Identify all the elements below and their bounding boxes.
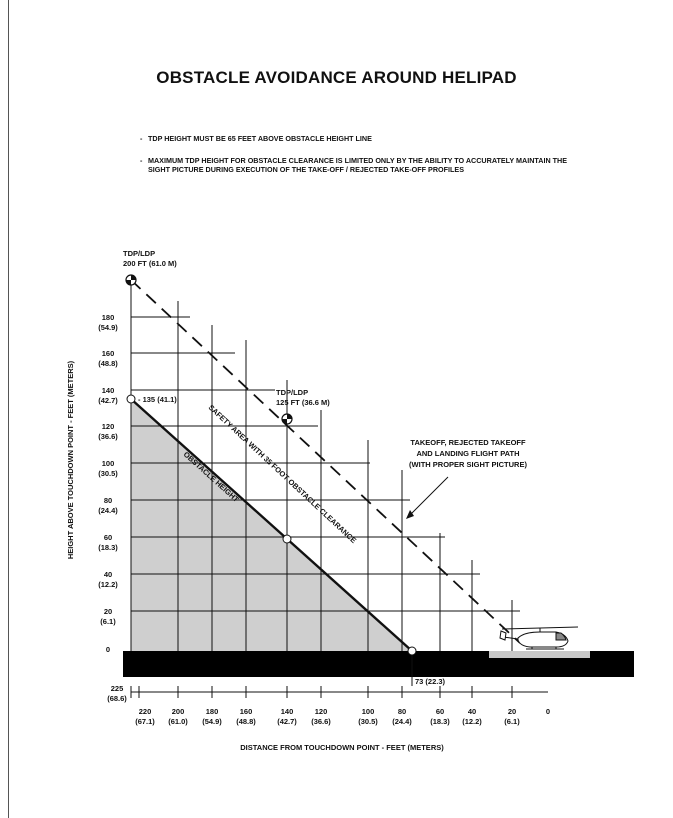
obstacle-top-label: - 135 (41.1) bbox=[138, 395, 177, 404]
x-tick-m: (18.3) bbox=[430, 717, 450, 726]
tdp-marker-mid bbox=[281, 413, 293, 425]
y-tick-ft: 100 bbox=[102, 459, 115, 468]
obstacle-base-point bbox=[407, 646, 417, 656]
y-tick-m: (30.5) bbox=[98, 469, 118, 478]
flight-path-label-line-2: AND LANDING FLIGHT PATH bbox=[416, 449, 519, 458]
page-border bbox=[8, 0, 9, 818]
x-tick-m: (61.0) bbox=[168, 717, 188, 726]
x-tick-m: (24.4) bbox=[392, 717, 412, 726]
x-tick-m: (12.2) bbox=[462, 717, 482, 726]
x-tick-ft: 60 bbox=[436, 707, 444, 716]
x-tick-ft: 160 bbox=[240, 707, 253, 716]
tdp-marker-high bbox=[125, 274, 137, 286]
x-tick-ft: 220 bbox=[139, 707, 152, 716]
y-tick-ft: 0 bbox=[106, 645, 110, 654]
x-tick-ft: 40 bbox=[468, 707, 476, 716]
x-tick-ft: 140 bbox=[281, 707, 294, 716]
x-tick-ft: 200 bbox=[172, 707, 185, 716]
x-tick-m: (54.9) bbox=[202, 717, 222, 726]
x-tick-m: (6.1) bbox=[504, 717, 520, 726]
x-origin-m: (68.6) bbox=[107, 694, 127, 703]
helipad bbox=[489, 651, 590, 658]
flight-path-label-line-1: TAKEOFF, REJECTED TAKEOFF bbox=[410, 438, 526, 447]
x-tick-m: (67.1) bbox=[135, 717, 155, 726]
tdp-mid-value: 125 FT (36.6 M) bbox=[276, 398, 330, 407]
helicopter-icon bbox=[499, 626, 579, 650]
x-axis-label: DISTANCE FROM TOUCHDOWN POINT - FEET (ME… bbox=[240, 743, 444, 752]
tdp-high-value: 200 FT (61.0 M) bbox=[123, 259, 177, 268]
y-tick-ft: 80 bbox=[104, 496, 112, 505]
note-text: MAXIMUM TDP HEIGHT FOR OBSTACLE CLEARANC… bbox=[148, 156, 568, 175]
x-tick-ft: 20 bbox=[508, 707, 516, 716]
note-text: TDP HEIGHT MUST BE 65 FEET ABOVE OBSTACL… bbox=[148, 134, 372, 143]
flight-path-arrow bbox=[409, 476, 449, 516]
x-tick-ft: 180 bbox=[206, 707, 219, 716]
y-tick-ft: 20 bbox=[104, 607, 112, 616]
flight-path-label-line-3: (WITH PROPER SIGHT PICTURE) bbox=[409, 460, 527, 469]
obstacle-mid-point bbox=[282, 534, 292, 544]
x-tick-ft: 0 bbox=[546, 707, 550, 716]
y-tick-m: (42.7) bbox=[98, 396, 118, 405]
flight-path-line bbox=[130, 279, 521, 644]
x-tick-ft: 100 bbox=[362, 707, 375, 716]
x-tick-m: (36.6) bbox=[311, 717, 331, 726]
x-tick-m: (42.7) bbox=[277, 717, 297, 726]
note-marker: - bbox=[140, 134, 143, 143]
x-tick-ft: 120 bbox=[315, 707, 328, 716]
page-title: OBSTACLE AVOIDANCE AROUND HELIPAD bbox=[156, 68, 517, 87]
x-ticks: 220 (67.1) 200 (61.0) 180 (54.9) 160 (48… bbox=[135, 707, 550, 726]
obstacle-top-point bbox=[126, 394, 136, 404]
y-tick-m: (48.8) bbox=[98, 359, 118, 368]
y-tick-m: (36.6) bbox=[98, 432, 118, 441]
x-tick-m: (48.8) bbox=[236, 717, 256, 726]
y-tick-ft: 60 bbox=[104, 533, 112, 542]
y-tick-m: (6.1) bbox=[100, 617, 116, 626]
note-tdp-height: - TDP HEIGHT MUST BE 65 FEET ABOVE OBSTA… bbox=[140, 134, 568, 143]
y-tick-ft: 120 bbox=[102, 422, 115, 431]
y-tick-m: (18.3) bbox=[98, 543, 118, 552]
y-tick-ft: 140 bbox=[102, 386, 115, 395]
y-tick-ft: 180 bbox=[102, 313, 115, 322]
y-axis-label: HEIGHT ABOVE TOUCHDOWN POINT - FEET (MET… bbox=[66, 360, 75, 559]
obstacle-base-label: 73 (22.3) bbox=[415, 677, 446, 686]
y-tick-ft: 40 bbox=[104, 570, 112, 579]
x-origin-ft: 225 bbox=[111, 684, 124, 693]
arrow-head bbox=[406, 510, 414, 519]
tdp-mid-label: TDP/LDP bbox=[276, 388, 308, 397]
note-marker: - bbox=[140, 156, 143, 165]
x-tick-m: (30.5) bbox=[358, 717, 378, 726]
y-tick-m: (54.9) bbox=[98, 323, 118, 332]
note-max-tdp: - MAXIMUM TDP HEIGHT FOR OBSTACLE CLEARA… bbox=[140, 156, 568, 175]
tdp-high-label: TDP/LDP bbox=[123, 249, 155, 258]
y-tick-ft: 160 bbox=[102, 349, 115, 358]
y-tick-m: (24.4) bbox=[98, 506, 118, 515]
y-ticks: 180 (54.9) 160 (48.8) 140 (42.7) 120 (36… bbox=[98, 313, 118, 654]
y-tick-m: (12.2) bbox=[98, 580, 118, 589]
x-axis-ticks bbox=[130, 686, 513, 698]
x-tick-ft: 80 bbox=[398, 707, 406, 716]
